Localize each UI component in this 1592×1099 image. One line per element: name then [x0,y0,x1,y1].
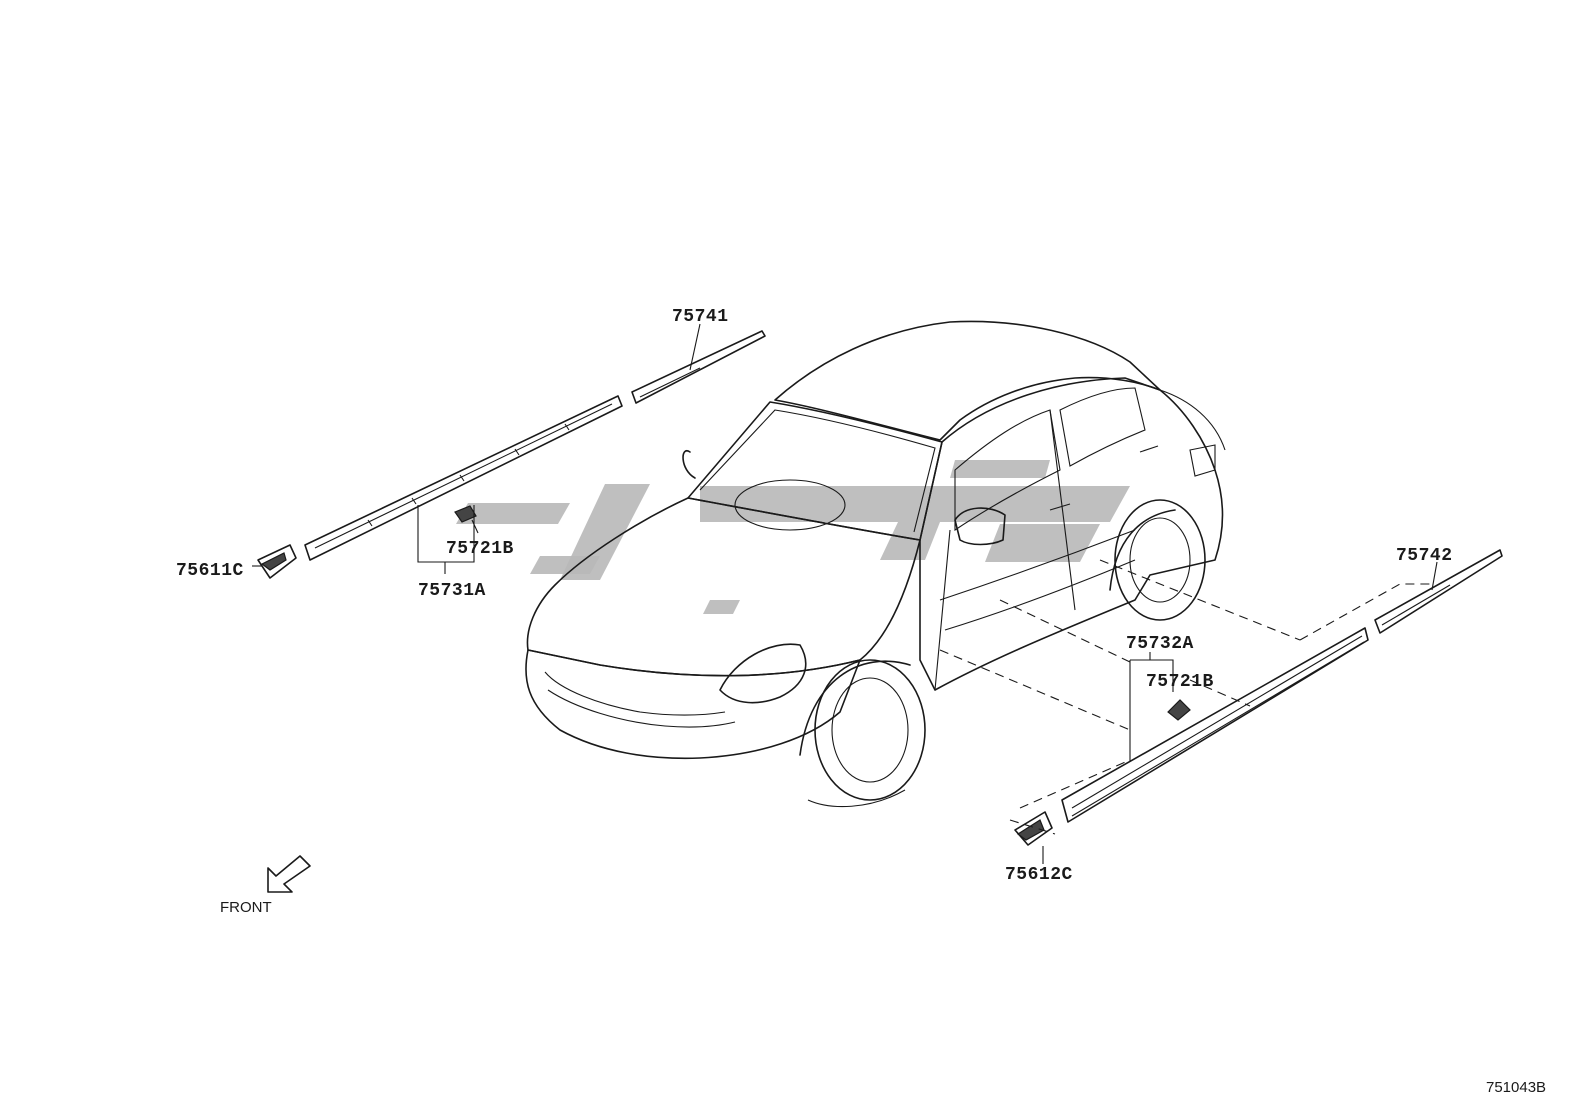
car-illustration [525,320,1226,808]
car-side [919,377,1224,691]
watermark-logo [456,460,1130,614]
callout-75732a: 75732A [1126,634,1194,654]
front-direction-arrow [267,855,311,893]
car-headlight [719,643,807,704]
car-rear-door-window [1059,387,1146,467]
diagram-id: 751043B [1486,1079,1546,1096]
callout-75741: 75741 [672,307,729,327]
front-label: FRONT [220,899,272,916]
callout-75742: 75742 [1396,546,1453,566]
car-rear-wheel [1114,499,1206,621]
lower-moulding-parts [939,549,1503,864]
car-front-wheel [814,659,926,801]
car-front [525,649,861,760]
moulding-75732a [1061,627,1369,823]
clip-75721b-bottom [1167,699,1191,721]
callout-75611c: 75611C [176,561,244,581]
car-mirror [954,507,1006,546]
callout-75721b-bottom: 75721B [1146,672,1214,692]
upper-moulding-parts [252,323,766,579]
callout-75731a: 75731A [418,581,486,601]
moulding-75731a [304,395,623,561]
car-front-door-window [954,409,1061,532]
clip-75721b-top [454,505,477,523]
callout-75721b-top: 75721B [446,539,514,559]
strip-75741 [631,330,766,404]
arrow-icon [267,855,311,893]
callout-75612c: 75612C [1005,865,1073,885]
car-roof [774,320,1161,441]
